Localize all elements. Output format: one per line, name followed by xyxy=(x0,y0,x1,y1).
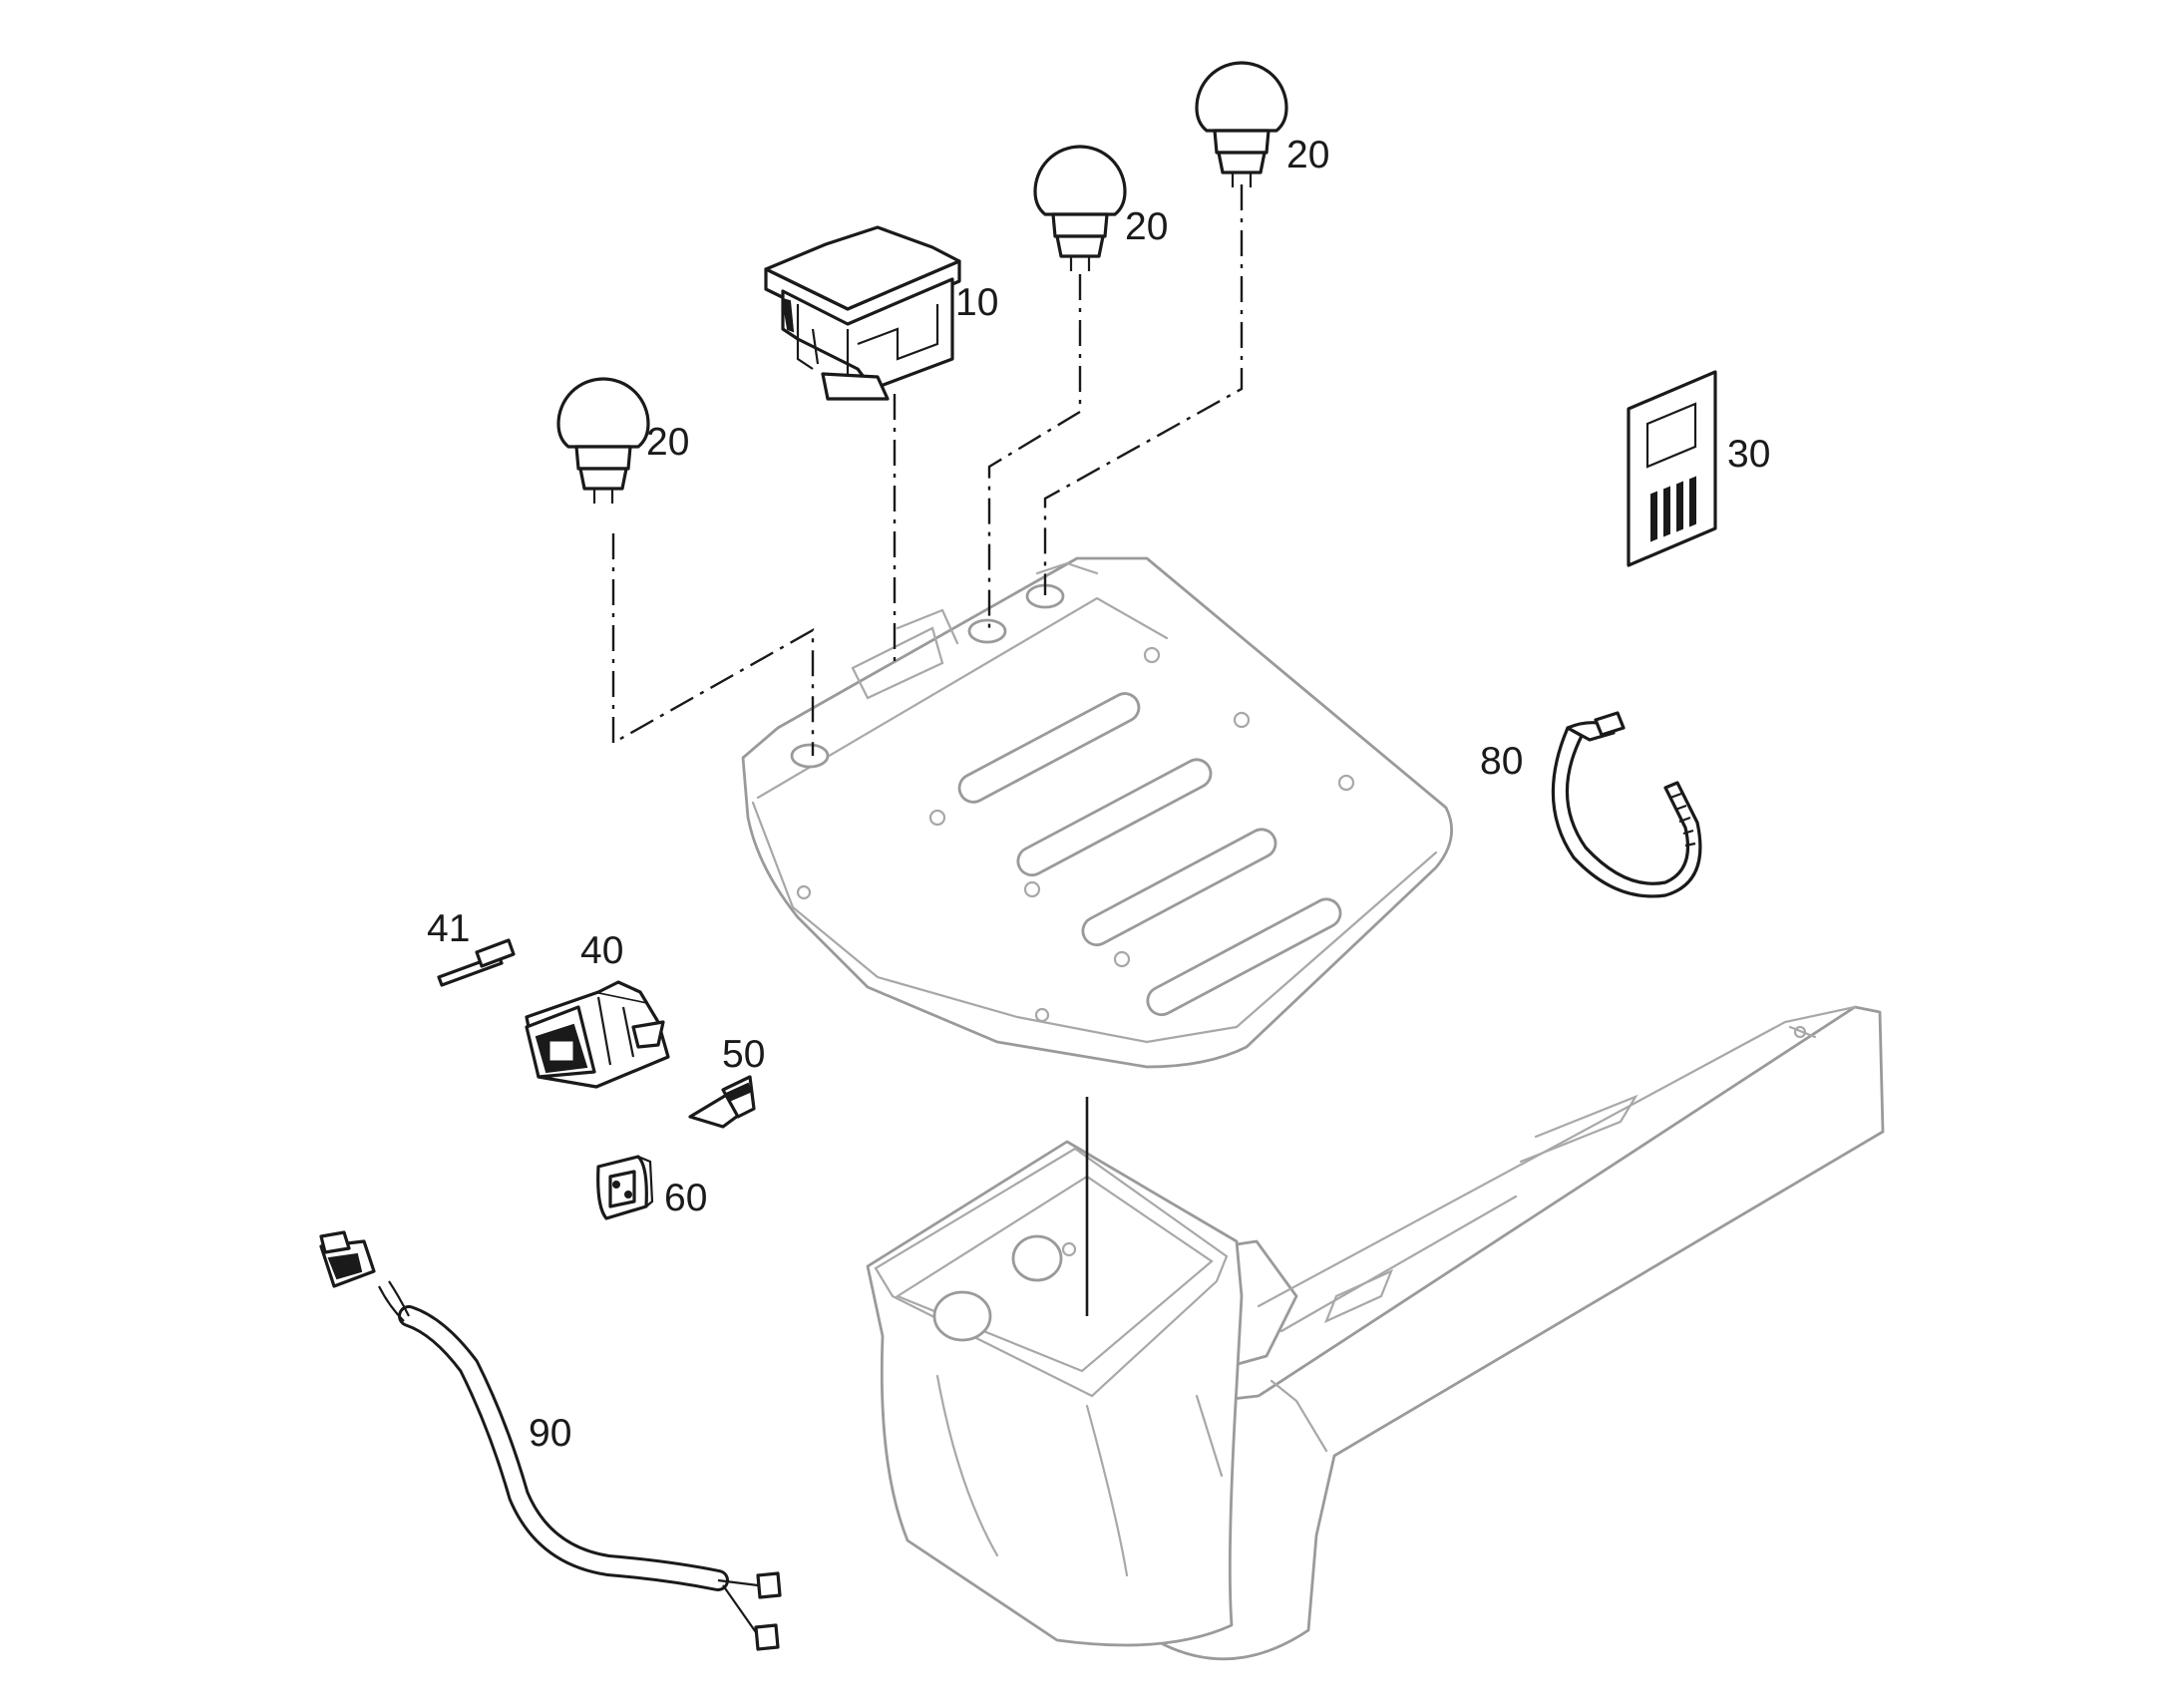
push-button-right xyxy=(1195,61,1288,187)
push-button-mid xyxy=(1033,145,1127,271)
callout-switch: 10 xyxy=(955,281,998,324)
callout-cover: 60 xyxy=(664,1177,707,1219)
push-button-left xyxy=(556,377,650,504)
rocker-switch xyxy=(764,225,961,401)
callout-wedge: 50 xyxy=(722,1033,765,1076)
callout-button-left: 20 xyxy=(646,421,689,464)
callout-connector: 40 xyxy=(580,929,623,972)
decal-label xyxy=(1627,370,1717,567)
callout-pin: 41 xyxy=(427,907,470,950)
tiller-handle-ghost xyxy=(866,1005,1885,1661)
callout-labels: 10 20 20 20 30 41 40 50 60 80 90 xyxy=(427,134,1770,1455)
callout-button-mid: 20 xyxy=(1125,205,1168,248)
connector-housing xyxy=(525,980,670,1089)
leader-lines xyxy=(611,184,1244,1316)
wedge-lock xyxy=(688,1075,756,1129)
callout-harness: 90 xyxy=(529,1412,571,1455)
cable-tie xyxy=(1551,711,1702,898)
connector-cover xyxy=(596,1155,654,1220)
callout-button-extra: 30 xyxy=(1727,433,1770,476)
callout-cable-tie: 80 xyxy=(1480,740,1523,783)
wire-harness xyxy=(319,1230,782,1651)
console-housing-ghost xyxy=(741,556,1453,1069)
callout-button-right: 20 xyxy=(1286,134,1329,176)
contact-pin xyxy=(437,938,516,987)
